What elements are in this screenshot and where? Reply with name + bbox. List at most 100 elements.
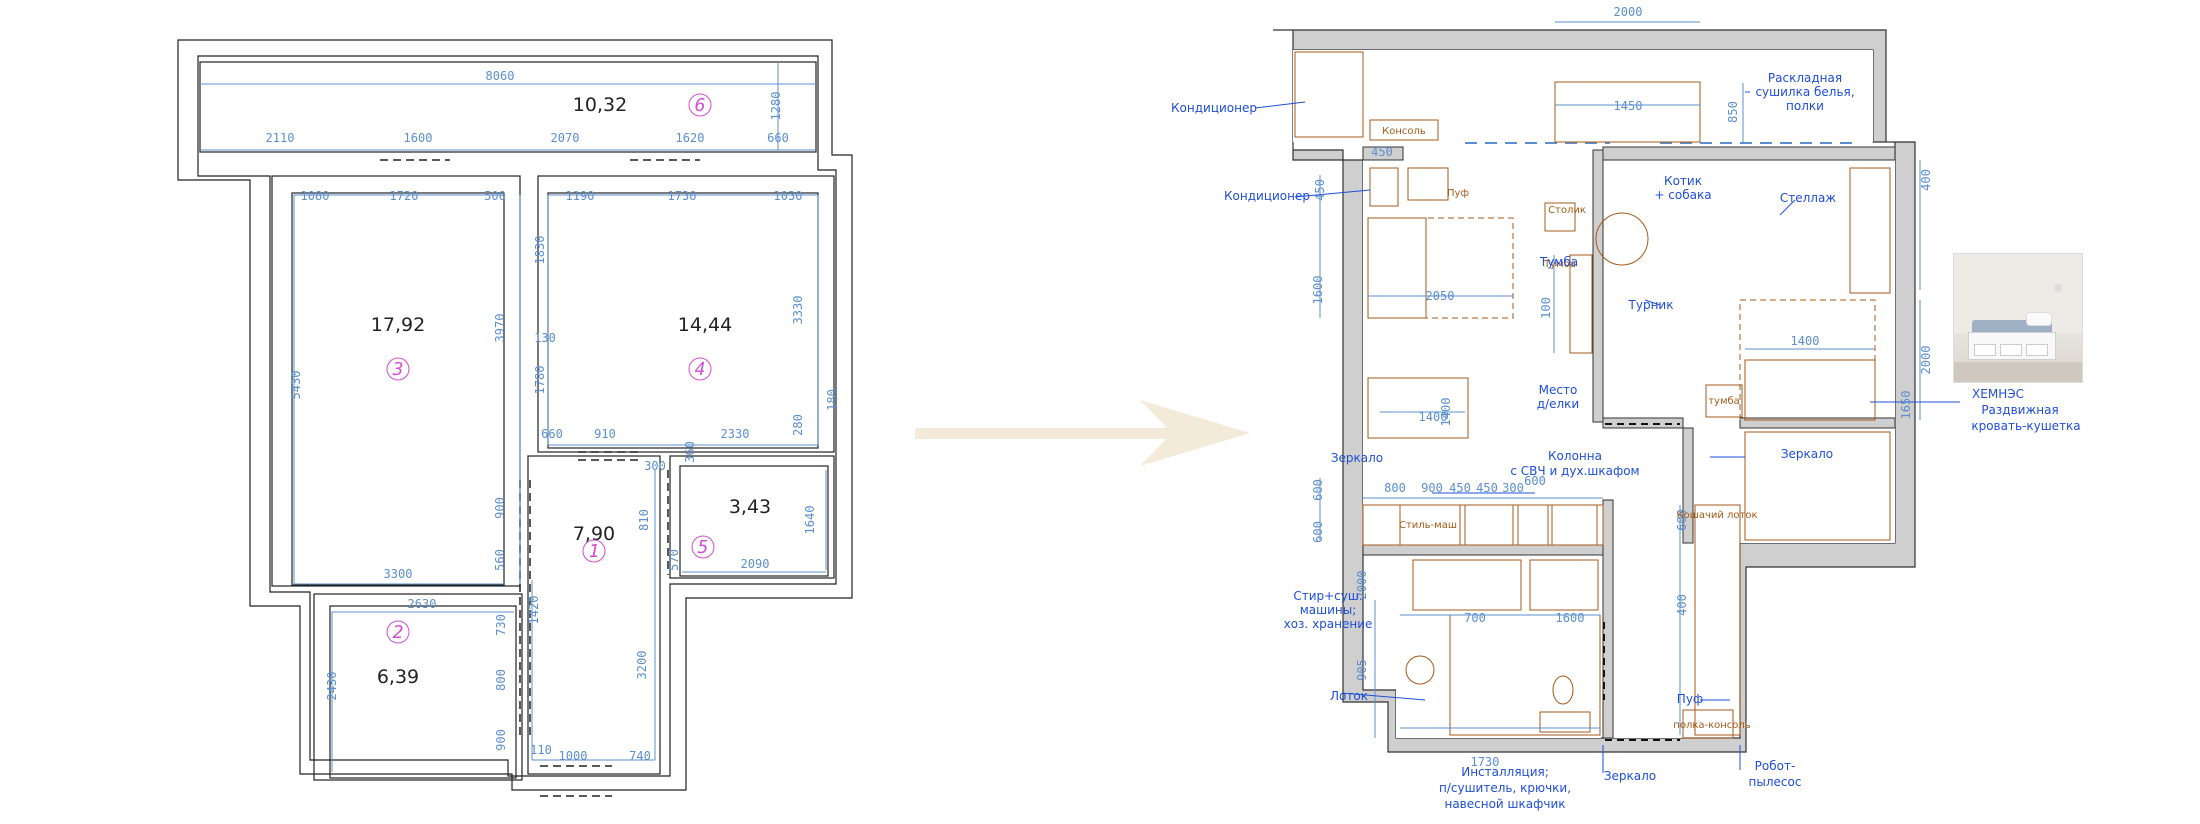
room-area-label: 14,44 [678, 314, 732, 336]
left-dimension-label: 2090 [741, 557, 770, 571]
right-dimension-label: 1400 [1791, 334, 1820, 348]
room-number-circle [386, 620, 410, 644]
right-dimension-label: 600 [1675, 509, 1689, 531]
left-dimension-label: 1000 [559, 749, 588, 763]
left-dimension-label: 300 [644, 459, 666, 473]
annotation-label: п/сушитель, крючки, [1439, 781, 1571, 795]
left-dimension-label: 1600 [404, 131, 433, 145]
right-dimension-label: 1730 [1471, 755, 1500, 769]
right-dimension-label: 300 [1502, 481, 1524, 495]
annotation-label: Лоток [1330, 689, 1368, 703]
room-number-label: 6 [695, 95, 706, 116]
right-dimension-label: 450 [1449, 481, 1471, 495]
room-number-label: 5 [698, 537, 709, 558]
left-dimension-label: 910 [594, 427, 616, 441]
left-dimension-label: 1030 [774, 189, 803, 203]
right-dimension-label: 600 [1524, 474, 1546, 488]
left-dimension-label: 1080 [301, 189, 330, 203]
right-dimension-label: 100 [1539, 297, 1553, 319]
right-dimension-label: 1400 [1439, 398, 1453, 427]
right-dimension-label: 450 [1313, 179, 1327, 201]
annotation-label: + собака [1654, 188, 1711, 202]
left-room-6-outline [199, 61, 817, 153]
annotation-label: хоз. хранение [1284, 617, 1373, 631]
annotation-label: Раздвижная [1981, 403, 2058, 417]
left-dimension-label: 1780 [533, 366, 547, 395]
left-outer-outline [177, 39, 853, 791]
left-dimension-label: 360 [683, 441, 697, 463]
left-dimension-label: 8060 [486, 69, 515, 83]
left-dimension-label: 1720 [390, 189, 419, 203]
furniture-label: Стиль-маш [1399, 520, 1457, 531]
right-dimension-label: 1400 [1419, 410, 1448, 424]
hemnes-bed-photo [1953, 253, 2083, 383]
left-dimension-label: 1730 [668, 189, 697, 203]
left-inner-outline [197, 55, 837, 777]
left-dimension-lines [200, 62, 827, 772]
left-dimension-label: 900 [493, 497, 507, 519]
left-dimension-label: 2110 [266, 131, 295, 145]
left-dimension-label: 660 [541, 427, 563, 441]
annotation-label: Стир+суш. [1293, 589, 1362, 603]
right-dimension-label: 2000 [1919, 346, 1933, 375]
annotation-label: Место [1539, 383, 1578, 397]
left-dimension-label: 800 [494, 669, 508, 691]
left-dimension-label: 570 [667, 549, 681, 571]
annotation-label: Турник [1628, 298, 1674, 312]
left-room-1-outline [527, 455, 661, 775]
furniture-label: Тумба [1543, 259, 1576, 270]
furniture-label: полка-консоль [1673, 720, 1751, 731]
left-dimension-label: 3300 [384, 567, 413, 581]
room-area-label: 7,90 [573, 523, 615, 545]
right-dimension-label: 2050 [1426, 289, 1455, 303]
left-dimension-label: 1420 [527, 596, 541, 625]
room-number-label: 2 [393, 622, 404, 643]
annotation-label: сушилка белья, [1755, 85, 1854, 99]
annotation-label: Раскладная [1768, 71, 1842, 85]
left-dimension-label: 1280 [769, 92, 783, 121]
left-dimension-label: 5430 [289, 371, 303, 400]
right-dimension-label: 850 [1726, 101, 1740, 123]
annotation-label: Стеллаж [1780, 191, 1836, 205]
left-dimension-label: 2430 [325, 672, 339, 701]
room-number-label: 1 [589, 541, 600, 562]
room-number-label: 4 [695, 359, 706, 380]
left-floor-plan [177, 39, 853, 797]
annotation-label: машины; [1300, 603, 1357, 617]
room-number-circle [688, 357, 712, 381]
annotation-label: д/елки [1537, 397, 1579, 411]
annotation-label: Инсталляция; [1461, 765, 1549, 779]
right-dimension-label: 450 [1371, 145, 1393, 159]
right-dimension-label: 2000 [1355, 571, 1369, 600]
right-furniture [1294, 51, 1891, 739]
left-dimension-label: 740 [629, 749, 651, 763]
left-dimension-label: 2330 [721, 427, 750, 441]
annotation-label: Зеркало [1604, 769, 1656, 783]
left-dimension-label: 2070 [551, 131, 580, 145]
left-room-2-outline [313, 593, 523, 781]
furniture-label: Кошачий лоток [1676, 510, 1757, 521]
left-dimension-label: 280 [791, 414, 805, 436]
room-area-label: 6,39 [377, 666, 419, 688]
annotation-label: кровать-кушетка [1971, 419, 2080, 433]
room-area-label: 10,32 [573, 94, 627, 116]
left-dimension-label: 3970 [493, 314, 507, 343]
annotation-label: с СВЧ и дух.шкафом [1510, 464, 1639, 478]
left-dimension-label: 660 [767, 131, 789, 145]
left-dimension-label: 500 [484, 189, 506, 203]
right-dimension-label: 800 [1384, 481, 1406, 495]
room-area-label: 17,92 [371, 314, 425, 336]
left-dimension-label: 180 [825, 389, 839, 411]
right-dimension-label: 1600 [1311, 276, 1325, 305]
left-dimension-label: 1640 [803, 506, 817, 535]
furniture-label: Консоль [1382, 126, 1426, 137]
furniture-label: тумба [1708, 396, 1740, 407]
left-dimension-label: 3330 [791, 296, 805, 325]
right-dimension-label: 700 [1464, 611, 1486, 625]
room-number-circle [582, 539, 606, 563]
right-dimension-label: 2000 [1614, 5, 1643, 19]
right-dimension-lines [1319, 21, 1921, 738]
annotation-label: Зеркало [1781, 447, 1833, 461]
